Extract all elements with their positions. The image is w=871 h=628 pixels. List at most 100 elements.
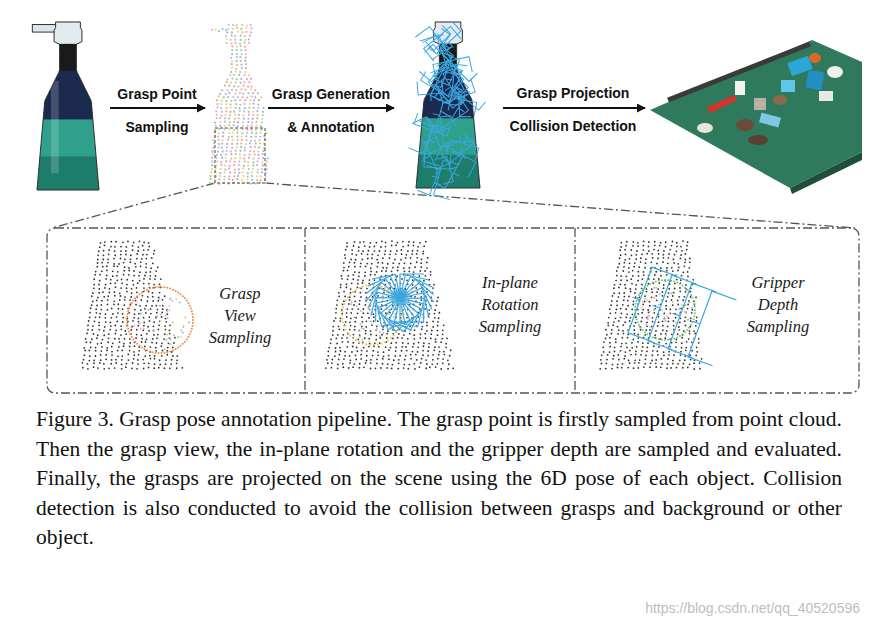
cloud-point xyxy=(377,320,379,322)
scene-object xyxy=(759,113,781,128)
cloud-point xyxy=(427,355,429,357)
view-dot xyxy=(368,341,370,343)
cloud-point xyxy=(384,250,386,252)
cloud-point xyxy=(350,259,352,261)
cloud-point xyxy=(625,253,627,255)
cloud-point xyxy=(235,81,237,83)
cloud-point xyxy=(111,359,113,361)
cloud-point xyxy=(362,250,364,252)
gripper xyxy=(372,273,415,327)
cloud-point xyxy=(221,157,223,159)
cloud-point xyxy=(610,304,612,306)
cloud-point xyxy=(230,82,232,84)
cloud-point xyxy=(624,259,626,261)
cloud-point xyxy=(126,284,128,286)
cloud-point xyxy=(232,96,234,98)
cloud-point xyxy=(125,333,127,335)
cloud-point xyxy=(686,245,688,247)
cloud-point xyxy=(232,139,234,141)
cloud-point xyxy=(159,364,161,366)
cloud-point xyxy=(235,153,237,155)
cloud-point xyxy=(100,354,102,356)
cloud-point xyxy=(260,96,262,98)
cloud-point xyxy=(402,246,404,248)
cloud-point xyxy=(237,96,239,98)
cloud-point xyxy=(121,359,123,361)
cloud-point xyxy=(158,324,160,326)
cloud-point xyxy=(364,275,366,277)
cloud-point xyxy=(327,362,329,364)
cloud-point xyxy=(169,330,171,332)
cloud-point xyxy=(255,132,257,134)
cloud-point xyxy=(121,349,123,351)
cloud-point xyxy=(236,64,238,66)
cloud-point xyxy=(216,160,218,162)
cloud-point xyxy=(617,266,619,268)
cloud-point xyxy=(236,178,238,180)
cloud-point xyxy=(357,338,359,340)
cloud-point xyxy=(226,31,228,33)
cloud-point xyxy=(130,258,132,260)
view-dot xyxy=(360,310,362,312)
cloud-point xyxy=(140,266,142,268)
cloud-point xyxy=(211,150,213,152)
view-dot xyxy=(155,352,157,354)
cloud-point xyxy=(234,93,236,95)
cloud-point xyxy=(629,258,631,260)
cloud-point xyxy=(216,99,218,101)
cloud-point xyxy=(266,160,268,162)
cloud-point xyxy=(620,279,622,281)
cloud-point xyxy=(225,107,227,109)
cloud-point xyxy=(123,262,125,264)
cloud-point xyxy=(250,183,252,185)
cloud-point xyxy=(423,342,425,344)
cloud-point xyxy=(93,287,95,289)
cloud-point xyxy=(394,355,396,357)
cloud-point xyxy=(234,157,236,159)
cloud-point xyxy=(230,158,232,160)
cloud-point xyxy=(369,309,371,311)
cloud-point xyxy=(364,271,366,273)
cloud-point xyxy=(424,308,426,310)
cloud-point xyxy=(129,299,131,301)
cloud-point xyxy=(249,150,251,152)
view-dot xyxy=(191,325,193,327)
cloud-point xyxy=(241,139,243,141)
cloud-point xyxy=(238,172,240,174)
cloud-point xyxy=(100,350,102,352)
cloud-point xyxy=(346,286,348,288)
cloud-point xyxy=(251,179,253,181)
cloud-point xyxy=(628,295,630,297)
cloud-point xyxy=(377,351,379,353)
cloud-point xyxy=(113,265,115,267)
cloud-point xyxy=(630,291,632,293)
cloud-point xyxy=(248,107,250,109)
cloud-point xyxy=(209,175,211,177)
cloud-point xyxy=(671,245,673,247)
cloud-point xyxy=(620,254,622,256)
cloud-point xyxy=(140,299,142,301)
cloud-point xyxy=(248,114,250,116)
cloud-point xyxy=(116,316,118,318)
cloud-point xyxy=(111,354,113,356)
cloud-point xyxy=(237,85,239,87)
view-dot xyxy=(180,345,182,347)
cloud-point xyxy=(136,368,138,370)
cloud-point xyxy=(113,263,115,265)
cloud-point xyxy=(665,305,667,307)
cloud-point xyxy=(616,300,618,302)
cloud-point xyxy=(97,334,99,336)
cloud-point xyxy=(114,250,116,252)
cloud-point xyxy=(124,338,126,340)
cloud-point xyxy=(377,262,379,264)
cloud-point xyxy=(120,258,122,260)
cloud-point xyxy=(335,312,337,314)
cloud-point xyxy=(358,342,360,344)
cloud-point xyxy=(97,262,99,264)
cloud-point xyxy=(225,103,227,105)
cloud-point xyxy=(240,39,242,41)
cloud-point xyxy=(260,132,262,134)
cloud-point xyxy=(246,78,248,80)
cloud-point xyxy=(242,167,244,169)
cloud-point xyxy=(114,295,116,297)
